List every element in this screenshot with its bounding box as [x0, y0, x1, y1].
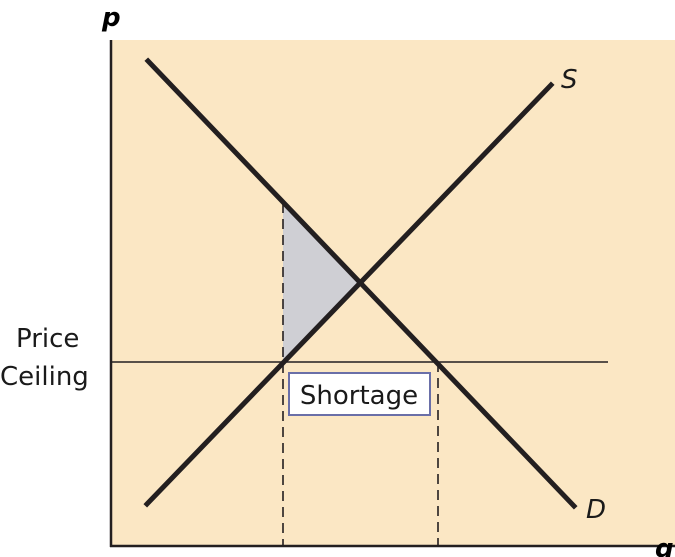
plot-area — [111, 40, 675, 546]
demand-curve-label: D — [586, 495, 606, 525]
supply-curve — [143, 81, 555, 508]
shortage-box — [288, 372, 431, 416]
price-ceiling-label-line2: Ceiling — [0, 362, 89, 392]
supply-curve-label: S — [561, 65, 578, 95]
shortage-label: Shortage — [300, 381, 418, 411]
price-ceiling-label-line1: Price — [16, 324, 79, 354]
deadweight-loss-triangle — [283, 203, 358, 360]
y-axis-label: p — [101, 3, 121, 33]
x-axis-label: q — [655, 534, 674, 557]
